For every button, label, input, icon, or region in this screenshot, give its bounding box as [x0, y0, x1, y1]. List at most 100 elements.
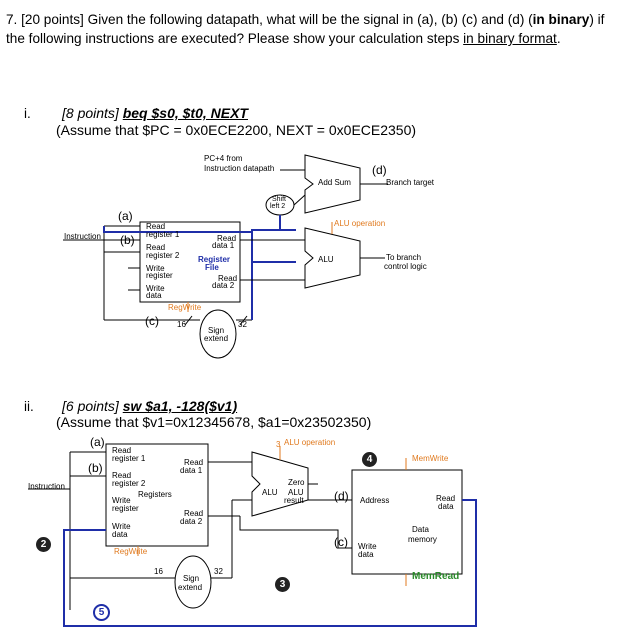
slash16 — [184, 315, 193, 326]
alu-label: ALU — [318, 255, 334, 264]
file-label: File — [205, 263, 219, 272]
rd2b-2: data 2 — [180, 517, 203, 526]
rr1b-2: register 1 — [112, 454, 146, 463]
to-branch-label: To branch — [386, 253, 422, 262]
wdb: data — [146, 291, 162, 300]
a-label-2: (a) — [90, 435, 105, 449]
wrb-2: register — [112, 504, 139, 513]
alu2-shape — [251, 451, 309, 517]
wrb: register — [146, 271, 173, 280]
rd2-to-mem — [239, 516, 352, 549]
part1-title: [8 points] beq $s0, $t0, NEXT — [62, 105, 248, 121]
register-label: Register — [198, 255, 231, 264]
write-data-mem-a: Write — [358, 542, 377, 551]
read-data-b: data — [438, 502, 454, 511]
blue-top-path — [103, 226, 252, 233]
n32-label: 32 — [238, 320, 247, 329]
rr1a: Read — [146, 222, 166, 231]
wra-2: Write — [112, 496, 131, 505]
shift-label-2: left 2 — [270, 203, 286, 210]
n16-label: 16 — [177, 320, 186, 329]
part2-instruction: sw $a1, -128($v1) — [122, 398, 238, 414]
rd2a: Read — [218, 274, 238, 283]
add-sum-label: Add Sum — [318, 178, 351, 187]
feedback-blue-path — [63, 499, 477, 627]
n16-2-label: 16 — [154, 567, 163, 576]
wda-2: Write — [112, 522, 131, 531]
sign-extend2-ellipse — [174, 555, 212, 609]
part2-title: [6 points] sw $a1, -128($v1) — [62, 398, 237, 414]
alu-shape — [304, 227, 361, 289]
instruction2-label: Instruction — [28, 482, 65, 491]
question-end: . — [556, 31, 561, 46]
marker-3: 3 — [275, 577, 290, 592]
shift-label: Shift — [272, 196, 287, 203]
part1-roman: i. — [24, 106, 31, 121]
part2-points: [6 points] — [62, 398, 119, 414]
data-memory-a: Data — [412, 525, 429, 534]
read-data-a: Read — [436, 494, 456, 503]
rr2a-2: Read — [112, 471, 132, 480]
rr1b: register 1 — [146, 230, 180, 239]
shift-out-wire — [293, 194, 306, 206]
branch-target-label: Branch target — [386, 178, 435, 187]
sign-label: Sign — [208, 326, 225, 335]
part2-roman: ii. — [24, 399, 34, 414]
question-underlined: in binary format — [463, 31, 557, 46]
c-label-1: (c) — [145, 314, 159, 328]
rd2b: data 2 — [212, 281, 235, 290]
question-mid: ) if the following instructions are exec… — [6, 12, 605, 46]
write-data-mem-b: data — [358, 550, 374, 559]
n3-label: 3 — [276, 440, 281, 449]
marker-2: 2 — [36, 537, 51, 552]
instr-datapath-label: Instruction datapath — [204, 164, 275, 173]
registers-label: Registers — [138, 490, 172, 499]
registers-box — [105, 443, 209, 547]
alu-operation2-label: ALU operation — [284, 438, 336, 447]
b-label-2: (b) — [88, 461, 103, 475]
rd1b: data 1 — [212, 241, 235, 250]
question-lead: 7. [20 points] Given the following datap… — [6, 12, 533, 27]
regwrite2-label: RegWrite — [114, 547, 148, 556]
alu2-label: ALU — [262, 488, 278, 497]
a-label-1: (a) — [118, 209, 133, 223]
d-label-2: (d) — [334, 489, 349, 503]
rd1a-2: Read — [184, 458, 204, 467]
question-bold: in binary — [532, 12, 590, 27]
d-label-1: (d) — [372, 163, 387, 177]
data-memory-box — [351, 469, 463, 575]
rr1a-2: Read — [112, 446, 132, 455]
alu-result-b: result — [284, 496, 304, 505]
part1-assume: (Assume that $PC = 0x0ECE2200, NEXT = 0x… — [56, 122, 417, 138]
rr2a: Read — [146, 243, 166, 252]
adder-shape — [304, 154, 361, 214]
register-file-box — [139, 221, 241, 303]
slash32 — [239, 315, 248, 326]
pc4-label: PC+4 from — [204, 154, 243, 163]
marker-5: 5 — [93, 604, 110, 621]
rr2b: register 2 — [146, 251, 180, 260]
rd2a-2: Read — [184, 509, 204, 518]
control-logic-label: control logic — [384, 262, 427, 271]
regwrite-label: RegWrite — [168, 303, 202, 312]
rd1b-2: data 1 — [180, 466, 203, 475]
address-label: Address — [360, 496, 390, 505]
extend2-label: extend — [178, 583, 203, 592]
data-memory-b: memory — [408, 535, 437, 544]
marker-4: 4 — [362, 452, 377, 467]
wda: Write — [146, 284, 165, 293]
part1-instruction: beq $s0, $t0, NEXT — [122, 105, 248, 121]
b-label-1: (b) — [120, 233, 135, 247]
sign2-label: Sign — [183, 574, 200, 583]
question-text: 7. [20 points] Given the following datap… — [6, 10, 614, 48]
imm-blue-path — [251, 229, 296, 320]
part2-assume: (Assume that $v1=0x12345678, $a1=0x23502… — [56, 414, 372, 430]
wdb-2: data — [112, 530, 128, 539]
instruction-label: Instruction — [64, 232, 101, 241]
zero-label: Zero — [288, 478, 305, 487]
alu-result-a: ALU — [288, 488, 304, 497]
sign-extend-ellipse — [199, 309, 237, 359]
part1-points: [8 points] — [62, 105, 119, 121]
extend-label: extend — [204, 334, 229, 343]
n32-2-label: 32 — [214, 567, 223, 576]
